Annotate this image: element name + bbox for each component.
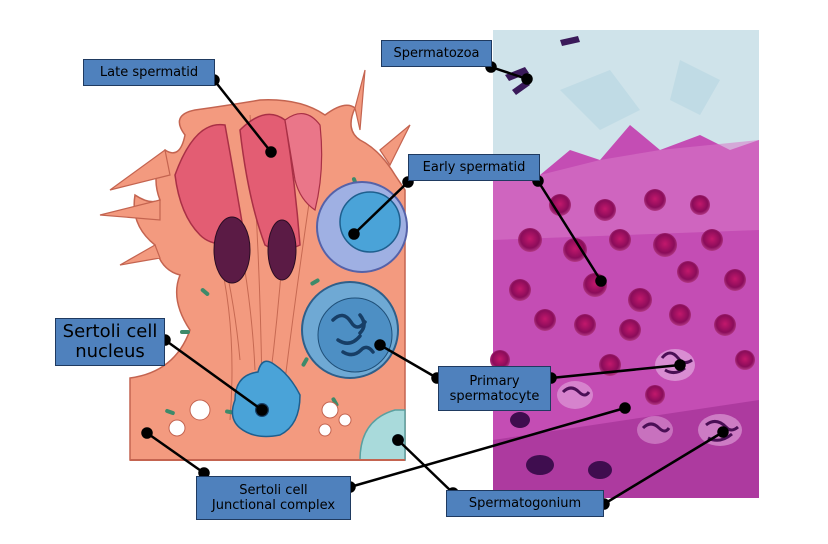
label-spermatogonium: Spermatogonium xyxy=(446,490,604,517)
label-late-spermatid: Late spermatid xyxy=(83,59,215,86)
label-early-spermatid: Early spermatid xyxy=(408,154,540,181)
label-sertoli-cell-nucleus: Sertoli cell nucleus xyxy=(55,318,165,366)
label-spermatozoa: Spermatozoa xyxy=(381,40,492,67)
label-primary-spermatocyte: Primary spermatocyte xyxy=(438,366,551,411)
histology-micrograph xyxy=(490,30,759,498)
histology-spermatogonia xyxy=(510,412,612,479)
histology-nuclei xyxy=(490,189,755,405)
label-sertoli-junctional-complex: Sertoli cell Junctional complex xyxy=(196,476,351,520)
sertoli-cell-drawing xyxy=(99,69,411,461)
